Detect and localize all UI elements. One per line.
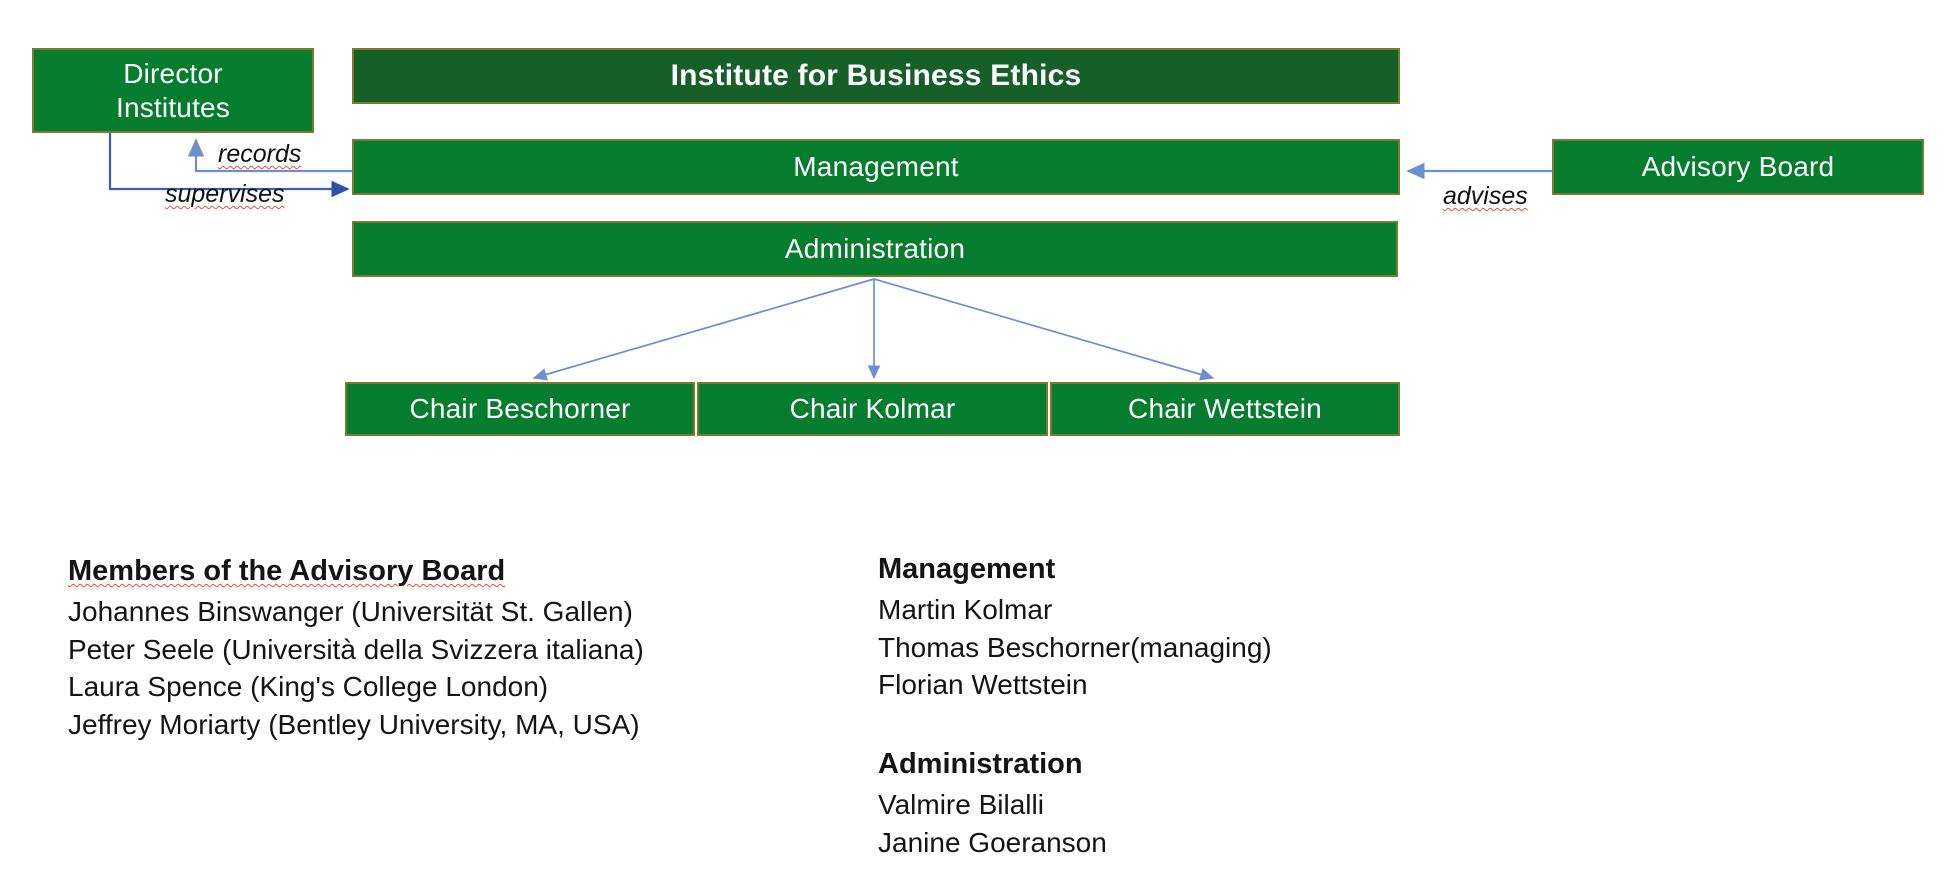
list-item: Valmire Bilalli	[878, 789, 1044, 821]
edge-label-supervises: supervises	[165, 180, 285, 208]
box-chair-kolmar[interactable]: Chair Kolmar	[697, 382, 1048, 436]
connector-supervises	[108, 133, 350, 198]
edge-label-advises: advises	[1443, 182, 1528, 210]
box-administration[interactable]: Administration	[352, 221, 1398, 277]
panel-heading-advisory-members: Members of the Advisory Board	[68, 555, 506, 587]
connector-records	[187, 138, 352, 173]
list-item: Florian Wettstein	[878, 669, 1088, 701]
list-item: Jeffrey Moriarty (Bentley University, MA…	[68, 708, 640, 740]
edge-label-records: records	[218, 140, 302, 168]
panel-heading-administration: Administration	[878, 748, 1083, 780]
box-director-institutes[interactable]: Director Institutes	[32, 48, 314, 133]
box-chair-beschorner[interactable]: Chair Beschorner	[345, 382, 695, 436]
panel-administration-members: Administration Valmire Bilalli Janine Go…	[878, 745, 1107, 861]
list-item: Johannes Binswanger (Universität St. Gal…	[68, 596, 633, 628]
box-advisory-board[interactable]: Advisory Board	[1552, 139, 1924, 195]
list-item: Peter Seele (Università della Svizzera i…	[68, 633, 644, 665]
panel-heading-management: Management	[878, 553, 1056, 585]
box-institute-title: Institute for Business Ethics	[352, 48, 1400, 104]
box-chair-wettstein[interactable]: Chair Wettstein	[1050, 382, 1400, 436]
list-item: Martin Kolmar	[878, 594, 1053, 626]
panel-advisory-board-members: Members of the Advisory Board Johannes B…	[68, 552, 644, 743]
list-item: Janine Goeranson	[878, 826, 1107, 858]
connector-admin-to-chairs	[532, 278, 1215, 381]
panel-management-members: Management Martin Kolmar Thomas Beschorn…	[878, 550, 1272, 704]
list-item: Laura Spence (King's College London)	[68, 671, 549, 703]
list-item: Thomas Beschorner(managing)	[878, 631, 1272, 663]
box-management[interactable]: Management	[352, 139, 1400, 195]
